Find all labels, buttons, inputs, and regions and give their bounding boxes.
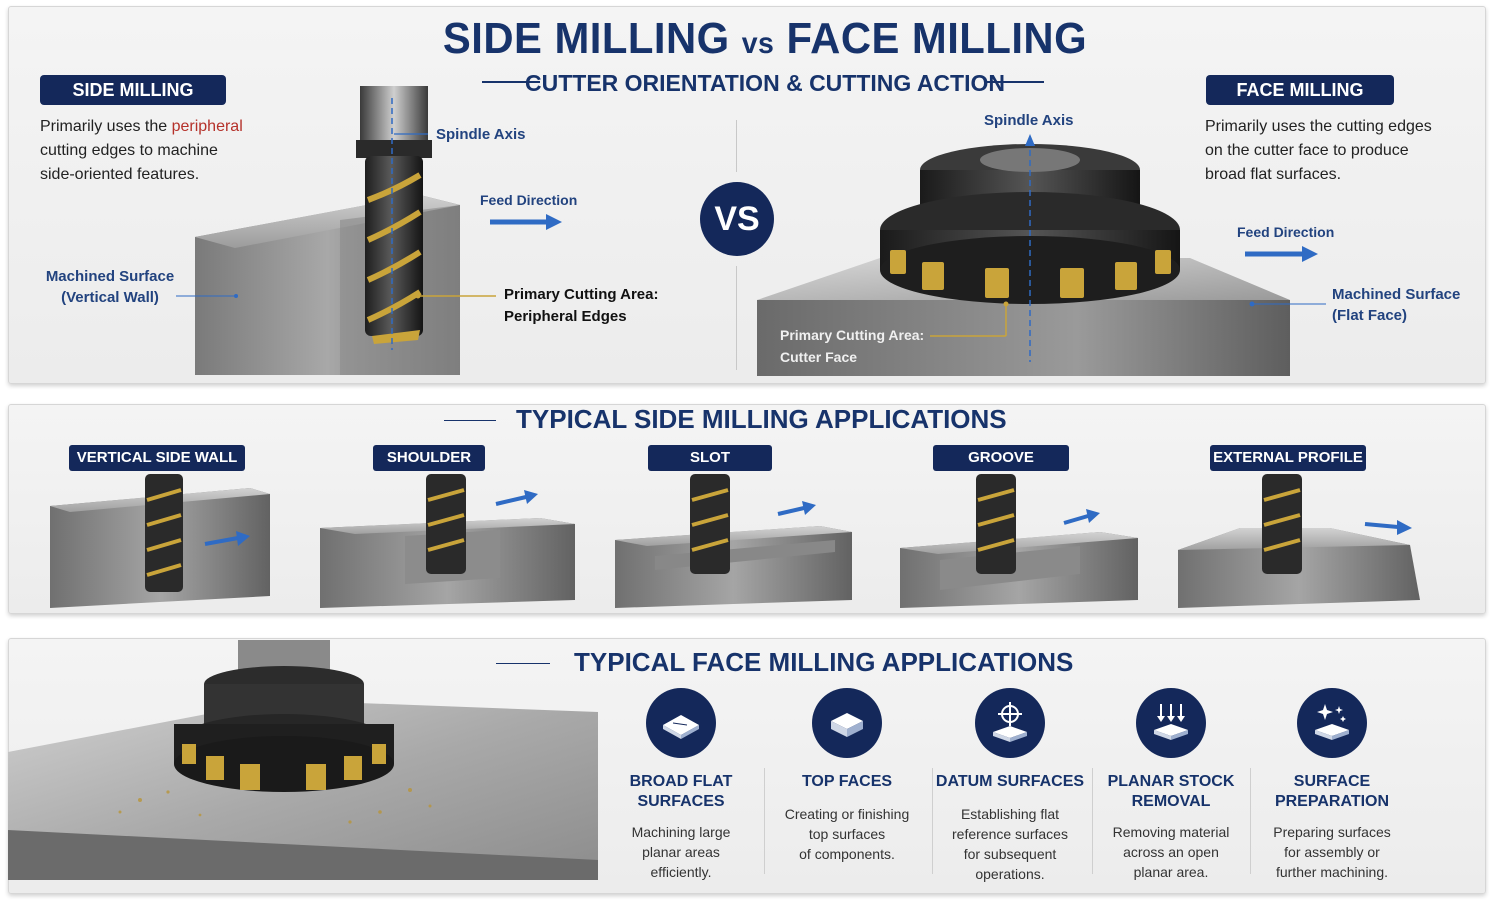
app-tag-shoulder: SHOULDER <box>373 445 485 471</box>
datum-crosshair-icon <box>975 688 1045 758</box>
face-app-separator <box>932 768 933 874</box>
face-app-separator <box>1092 768 1093 874</box>
face-spindle-axis-label: Spindle Axis <box>984 112 1074 129</box>
side-feed-direction-label: Feed Direction <box>480 192 578 208</box>
face-apps-rule <box>496 663 550 664</box>
block-top-icon <box>812 688 882 758</box>
main-title: SIDE MILLING vs FACE MILLING <box>442 14 1088 63</box>
slot-illustration <box>615 474 852 608</box>
side-apps-rule <box>444 420 496 421</box>
side-machined-surface-label: Machined Surface(Vertical Wall) <box>45 268 175 306</box>
shoulder-illustration <box>320 474 575 608</box>
vs-badge: VS <box>700 182 774 256</box>
flat-plate-icon <box>646 688 716 758</box>
face-machined-surface-label: Machined Surface(Flat Face) <box>1332 286 1461 324</box>
app-tag-slot: SLOT <box>648 445 772 471</box>
groove-illustration <box>900 474 1138 608</box>
app-tag-external-profile: EXTERNAL PROFILE <box>1210 445 1366 471</box>
side-milling-illustration <box>176 86 562 375</box>
app-tag-groove: GROOVE <box>933 445 1069 471</box>
subtitle: CUTTER ORIENTATION & CUTTING ACTION <box>525 70 1005 96</box>
end-mill-cutter <box>365 156 423 336</box>
face-cutting-area-label: Primary Cutting Area:Cutter Face <box>780 327 925 365</box>
face-milling-illustration <box>757 134 1326 376</box>
face-milling-application-illustration <box>8 640 598 880</box>
face-app-title: TOP FACES <box>801 773 893 790</box>
side-applications-illustrations <box>50 474 1420 608</box>
stock-removal-icon <box>1136 688 1206 758</box>
app-tag-vertical-side-wall: VERTICAL SIDE WALL <box>69 445 245 471</box>
side-milling-tag: SIDE MILLING <box>40 75 226 105</box>
vs-divider-bottom <box>736 266 737 370</box>
side-cutting-area-label: Primary Cutting Area:Peripheral Edges <box>504 286 659 325</box>
face-milling-description: Primarily uses the cutting edges on the … <box>1205 118 1432 183</box>
face-app-separator <box>1250 768 1251 874</box>
vertical-side-wall-illustration <box>50 474 270 608</box>
face-milling-tag: FACE MILLING <box>1206 75 1394 105</box>
subtitle-rule-right <box>986 81 1044 83</box>
sparkle-surface-icon <box>1297 688 1367 758</box>
face-feed-direction-label: Feed Direction <box>1237 224 1335 240</box>
side-spindle-axis-label: Spindle Axis <box>436 126 526 143</box>
vs-divider-top <box>736 120 737 172</box>
side-apps-title: TYPICAL SIDE MILLING APPLICATIONS <box>516 404 1007 434</box>
external-profile-illustration <box>1178 474 1420 608</box>
face-app-separator <box>764 768 765 874</box>
side-milling-description: Primarily uses the peripheral cutting ed… <box>40 118 243 183</box>
face-apps-title: TYPICAL FACE MILLING APPLICATIONS <box>574 647 1074 677</box>
subtitle-rule-left <box>482 81 540 83</box>
face-app-title: DATUM SURFACES <box>935 773 1085 790</box>
